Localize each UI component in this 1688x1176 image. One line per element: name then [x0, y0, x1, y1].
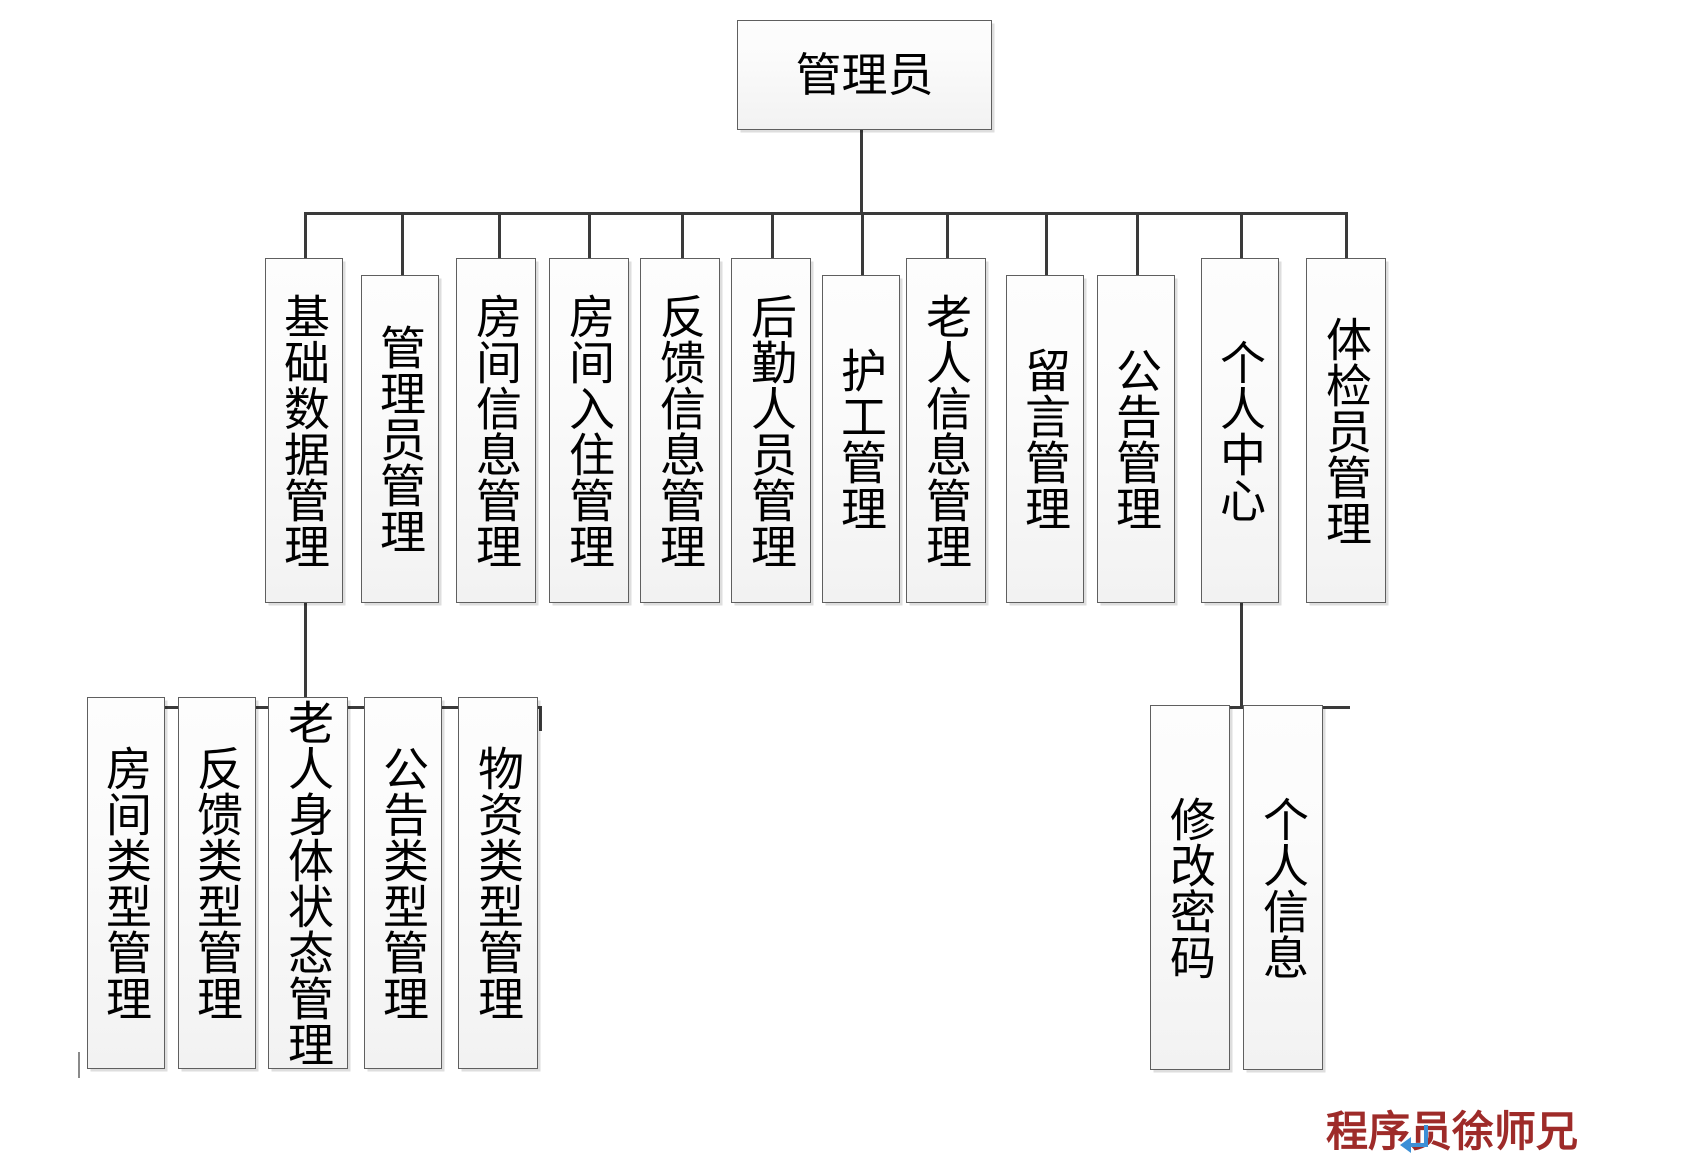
connector-left-drop-5 — [539, 706, 542, 731]
node-logistics-staff-management[interactable]: 后勤人员管理 — [731, 258, 811, 603]
node-label: 老人信息管理 — [919, 292, 973, 569]
node-label: 管理员管理 — [373, 324, 427, 554]
node-admin-management[interactable]: 管理员管理 — [361, 275, 439, 603]
connector-drop-11 — [1240, 212, 1243, 260]
node-feedback-type-management[interactable]: 反馈类型管理 — [178, 697, 256, 1069]
node-label: 基础数据管理 — [277, 292, 331, 569]
node-label: 物资类型管理 — [471, 745, 525, 1021]
node-physical-examiner-management[interactable]: 体检员管理 — [1306, 258, 1386, 603]
connector-basicdata-drop — [304, 603, 307, 708]
connector-drop-5 — [681, 212, 684, 260]
node-label: 房间类型管理 — [99, 745, 153, 1021]
node-change-password[interactable]: 修改密码 — [1150, 705, 1230, 1070]
connector-drop-10 — [1136, 212, 1139, 277]
node-label: 反馈类型管理 — [190, 745, 244, 1021]
node-label: 个人中心 — [1213, 338, 1267, 523]
connector-root-drop — [860, 130, 863, 215]
node-label: 公告管理 — [1109, 347, 1163, 531]
node-personal-center[interactable]: 个人中心 — [1201, 258, 1279, 603]
connector-drop-1 — [304, 212, 307, 260]
node-room-checkin-management[interactable]: 房间入住管理 — [549, 258, 629, 603]
connector-drop-8 — [946, 212, 949, 260]
node-basic-data-management[interactable]: 基础数据管理 — [265, 258, 343, 603]
connector-drop-2 — [401, 212, 404, 277]
node-personal-info[interactable]: 个人信息 — [1243, 705, 1323, 1070]
node-caregiver-management[interactable]: 护工管理 — [822, 275, 900, 603]
connector-drop-9 — [1045, 212, 1048, 277]
node-label: 老人身体状态管理 — [281, 699, 335, 1067]
node-feedback-info-management[interactable]: 反馈信息管理 — [640, 258, 720, 603]
node-material-type-management[interactable]: 物资类型管理 — [458, 697, 538, 1069]
node-label: 修改密码 — [1163, 795, 1217, 980]
node-label: 反馈信息管理 — [653, 292, 707, 569]
node-label: 个人信息 — [1256, 795, 1310, 980]
node-message-management[interactable]: 留言管理 — [1006, 275, 1084, 603]
connector-personalcenter-drop — [1240, 603, 1243, 708]
node-elderly-info-management[interactable]: 老人信息管理 — [906, 258, 986, 603]
connector-drop-6 — [771, 212, 774, 260]
node-label: 留言管理 — [1018, 347, 1072, 531]
node-label: 公告类型管理 — [376, 745, 430, 1021]
node-room-info-management[interactable]: 房间信息管理 — [456, 258, 536, 603]
connector-drop-4 — [588, 212, 591, 260]
watermark-text: 程序员徐师兄 — [1326, 1107, 1579, 1156]
node-label: 房间信息管理 — [469, 292, 523, 569]
connector-drop-7 — [861, 212, 864, 277]
node-label: 后勤人员管理 — [744, 292, 798, 569]
node-label: 房间入住管理 — [562, 292, 616, 569]
connector-drop-12 — [1345, 212, 1348, 260]
connector-level2-bus — [304, 212, 1347, 215]
node-label: 护工管理 — [834, 347, 888, 531]
node-announcement-type-management[interactable]: 公告类型管理 — [364, 697, 442, 1069]
node-elderly-health-status-management[interactable]: 老人身体状态管理 — [268, 697, 348, 1069]
node-root-admin[interactable]: 管理员 — [737, 20, 992, 130]
node-announcement-management[interactable]: 公告管理 — [1097, 275, 1175, 603]
node-room-type-management[interactable]: 房间类型管理 — [87, 697, 165, 1069]
connector-drop-3 — [498, 212, 501, 260]
page-edge-tick — [78, 1052, 80, 1078]
node-label: 管理员 — [795, 47, 934, 102]
node-label: 体检员管理 — [1319, 315, 1373, 546]
